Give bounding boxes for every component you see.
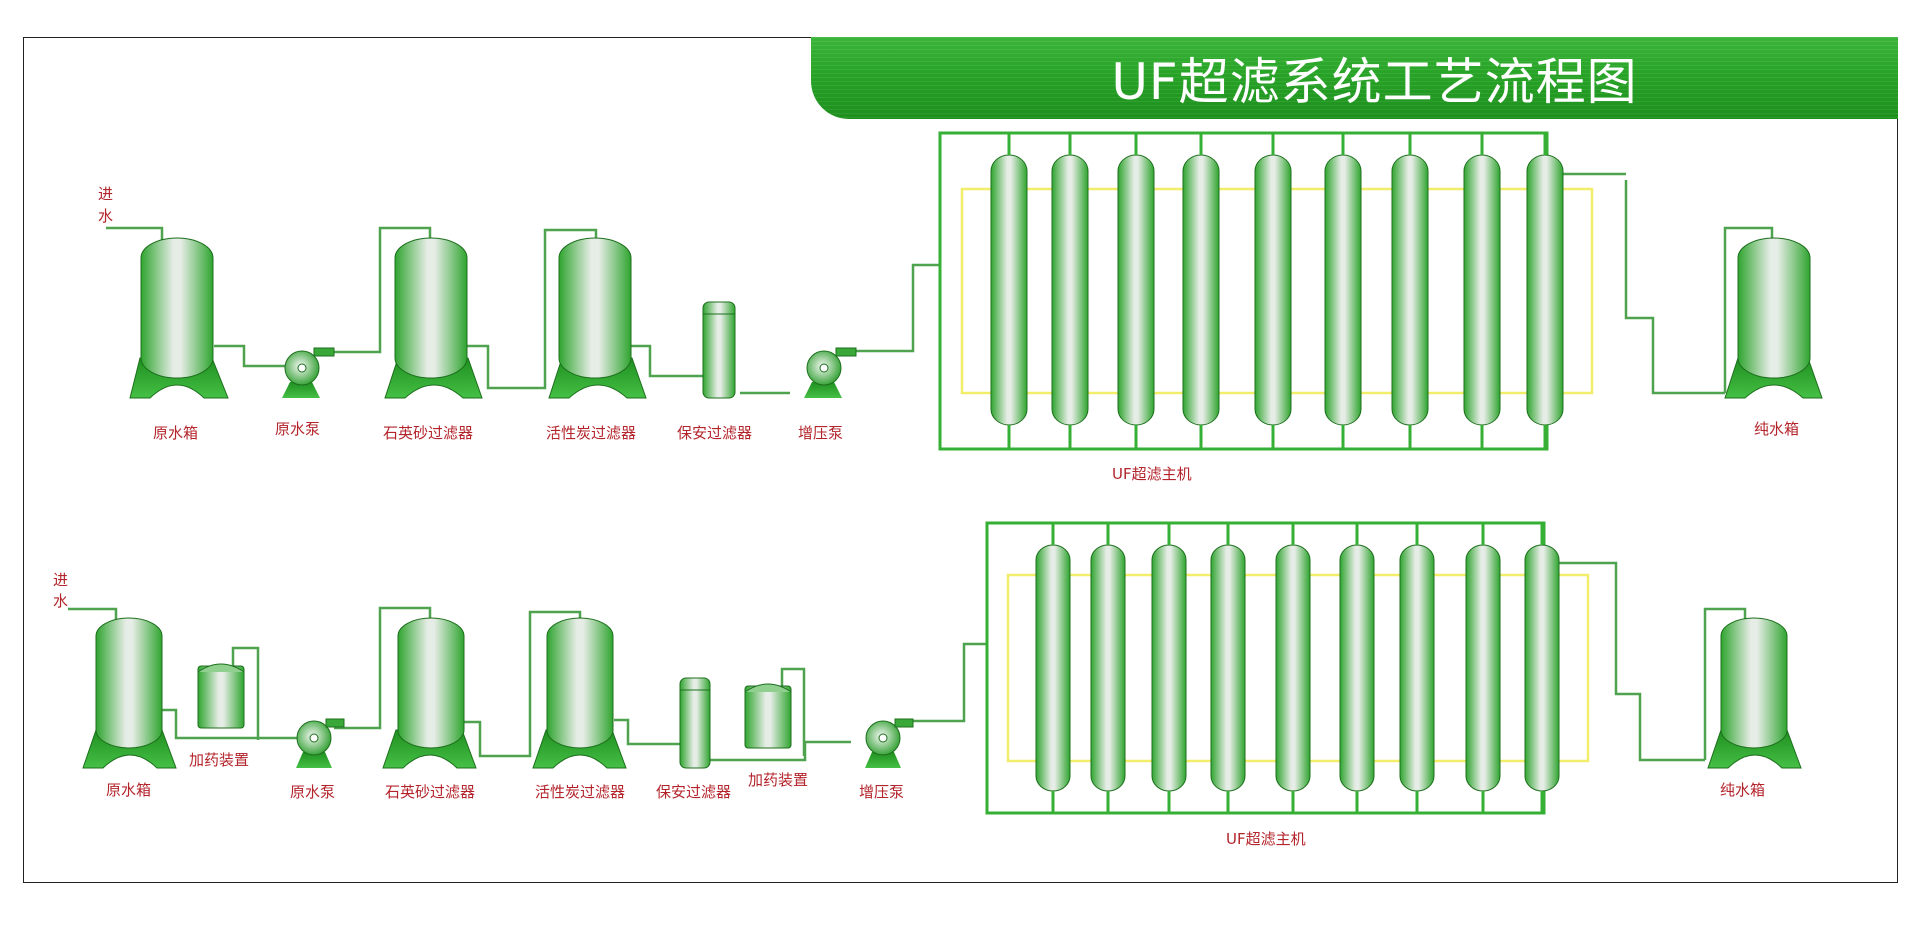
bottom-label-booster-pump: 增压泵 xyxy=(859,783,904,801)
top-security-filter xyxy=(702,301,736,399)
top-uf-host xyxy=(938,131,1626,451)
bottom-inlet-label-1: 进 xyxy=(53,571,68,589)
bottom-uf-membranes xyxy=(1035,523,1560,813)
bottom-label-dosing-1: 加药装置 xyxy=(189,751,249,769)
top-label-uf-host: UF超滤主机 xyxy=(1112,465,1192,483)
top-sand-filter xyxy=(384,237,483,399)
bottom-raw-water-tank xyxy=(82,617,177,769)
bottom-carbon-filter xyxy=(532,617,627,769)
top-label-sand-filter: 石英砂过滤器 xyxy=(383,424,473,442)
top-process-line: 进 水 xyxy=(98,131,1823,483)
top-pipes xyxy=(106,180,1774,395)
bottom-label-pure-tank: 纯水箱 xyxy=(1720,781,1765,799)
bottom-uf-host xyxy=(985,521,1590,815)
top-label-booster-pump: 增压泵 xyxy=(798,424,843,442)
bottom-label-raw-tank: 原水箱 xyxy=(106,781,151,799)
bottom-sand-filter xyxy=(382,617,477,769)
top-label-security-filter: 保安过滤器 xyxy=(677,424,752,442)
top-uf-membranes xyxy=(990,133,1564,449)
bottom-pipes xyxy=(68,561,1747,762)
page-title: UF超滤系统工艺流程图 xyxy=(1111,53,1638,111)
top-label-raw-tank: 原水箱 xyxy=(153,424,198,442)
bottom-pure-water-tank xyxy=(1707,617,1802,769)
bottom-dosing-device-2 xyxy=(744,683,792,749)
title-banner: UF超滤系统工艺流程图 xyxy=(811,37,1898,119)
top-raw-water-tank xyxy=(129,237,229,399)
top-carbon-filter xyxy=(548,237,647,399)
top-booster-pump xyxy=(804,347,857,398)
bottom-label-carbon-filter: 活性炭过滤器 xyxy=(535,783,625,801)
bottom-label-raw-pump: 原水泵 xyxy=(290,783,335,801)
bottom-label-security-filter: 保安过滤器 xyxy=(656,783,731,801)
top-label-raw-pump: 原水泵 xyxy=(275,420,320,438)
bottom-dosing-device-1 xyxy=(197,663,245,729)
top-raw-water-pump xyxy=(282,347,335,398)
bottom-label-sand-filter: 石英砂过滤器 xyxy=(385,783,475,801)
top-inlet-label-2: 水 xyxy=(98,207,113,225)
top-label-carbon-filter: 活性炭过滤器 xyxy=(546,424,636,442)
bottom-booster-pump xyxy=(865,718,914,768)
top-label-pure-tank: 纯水箱 xyxy=(1754,420,1799,438)
top-inlet-label-1: 进 xyxy=(98,185,113,203)
bottom-inlet-label-2: 水 xyxy=(53,592,68,610)
top-pure-water-tank xyxy=(1724,237,1823,399)
bottom-label-dosing-2: 加药装置 xyxy=(748,771,808,789)
bottom-security-filter xyxy=(679,677,711,769)
bottom-raw-water-pump xyxy=(296,718,345,768)
bottom-process-line: 进 水 xyxy=(53,521,1802,848)
bottom-label-uf-host: UF超滤主机 xyxy=(1226,830,1306,848)
